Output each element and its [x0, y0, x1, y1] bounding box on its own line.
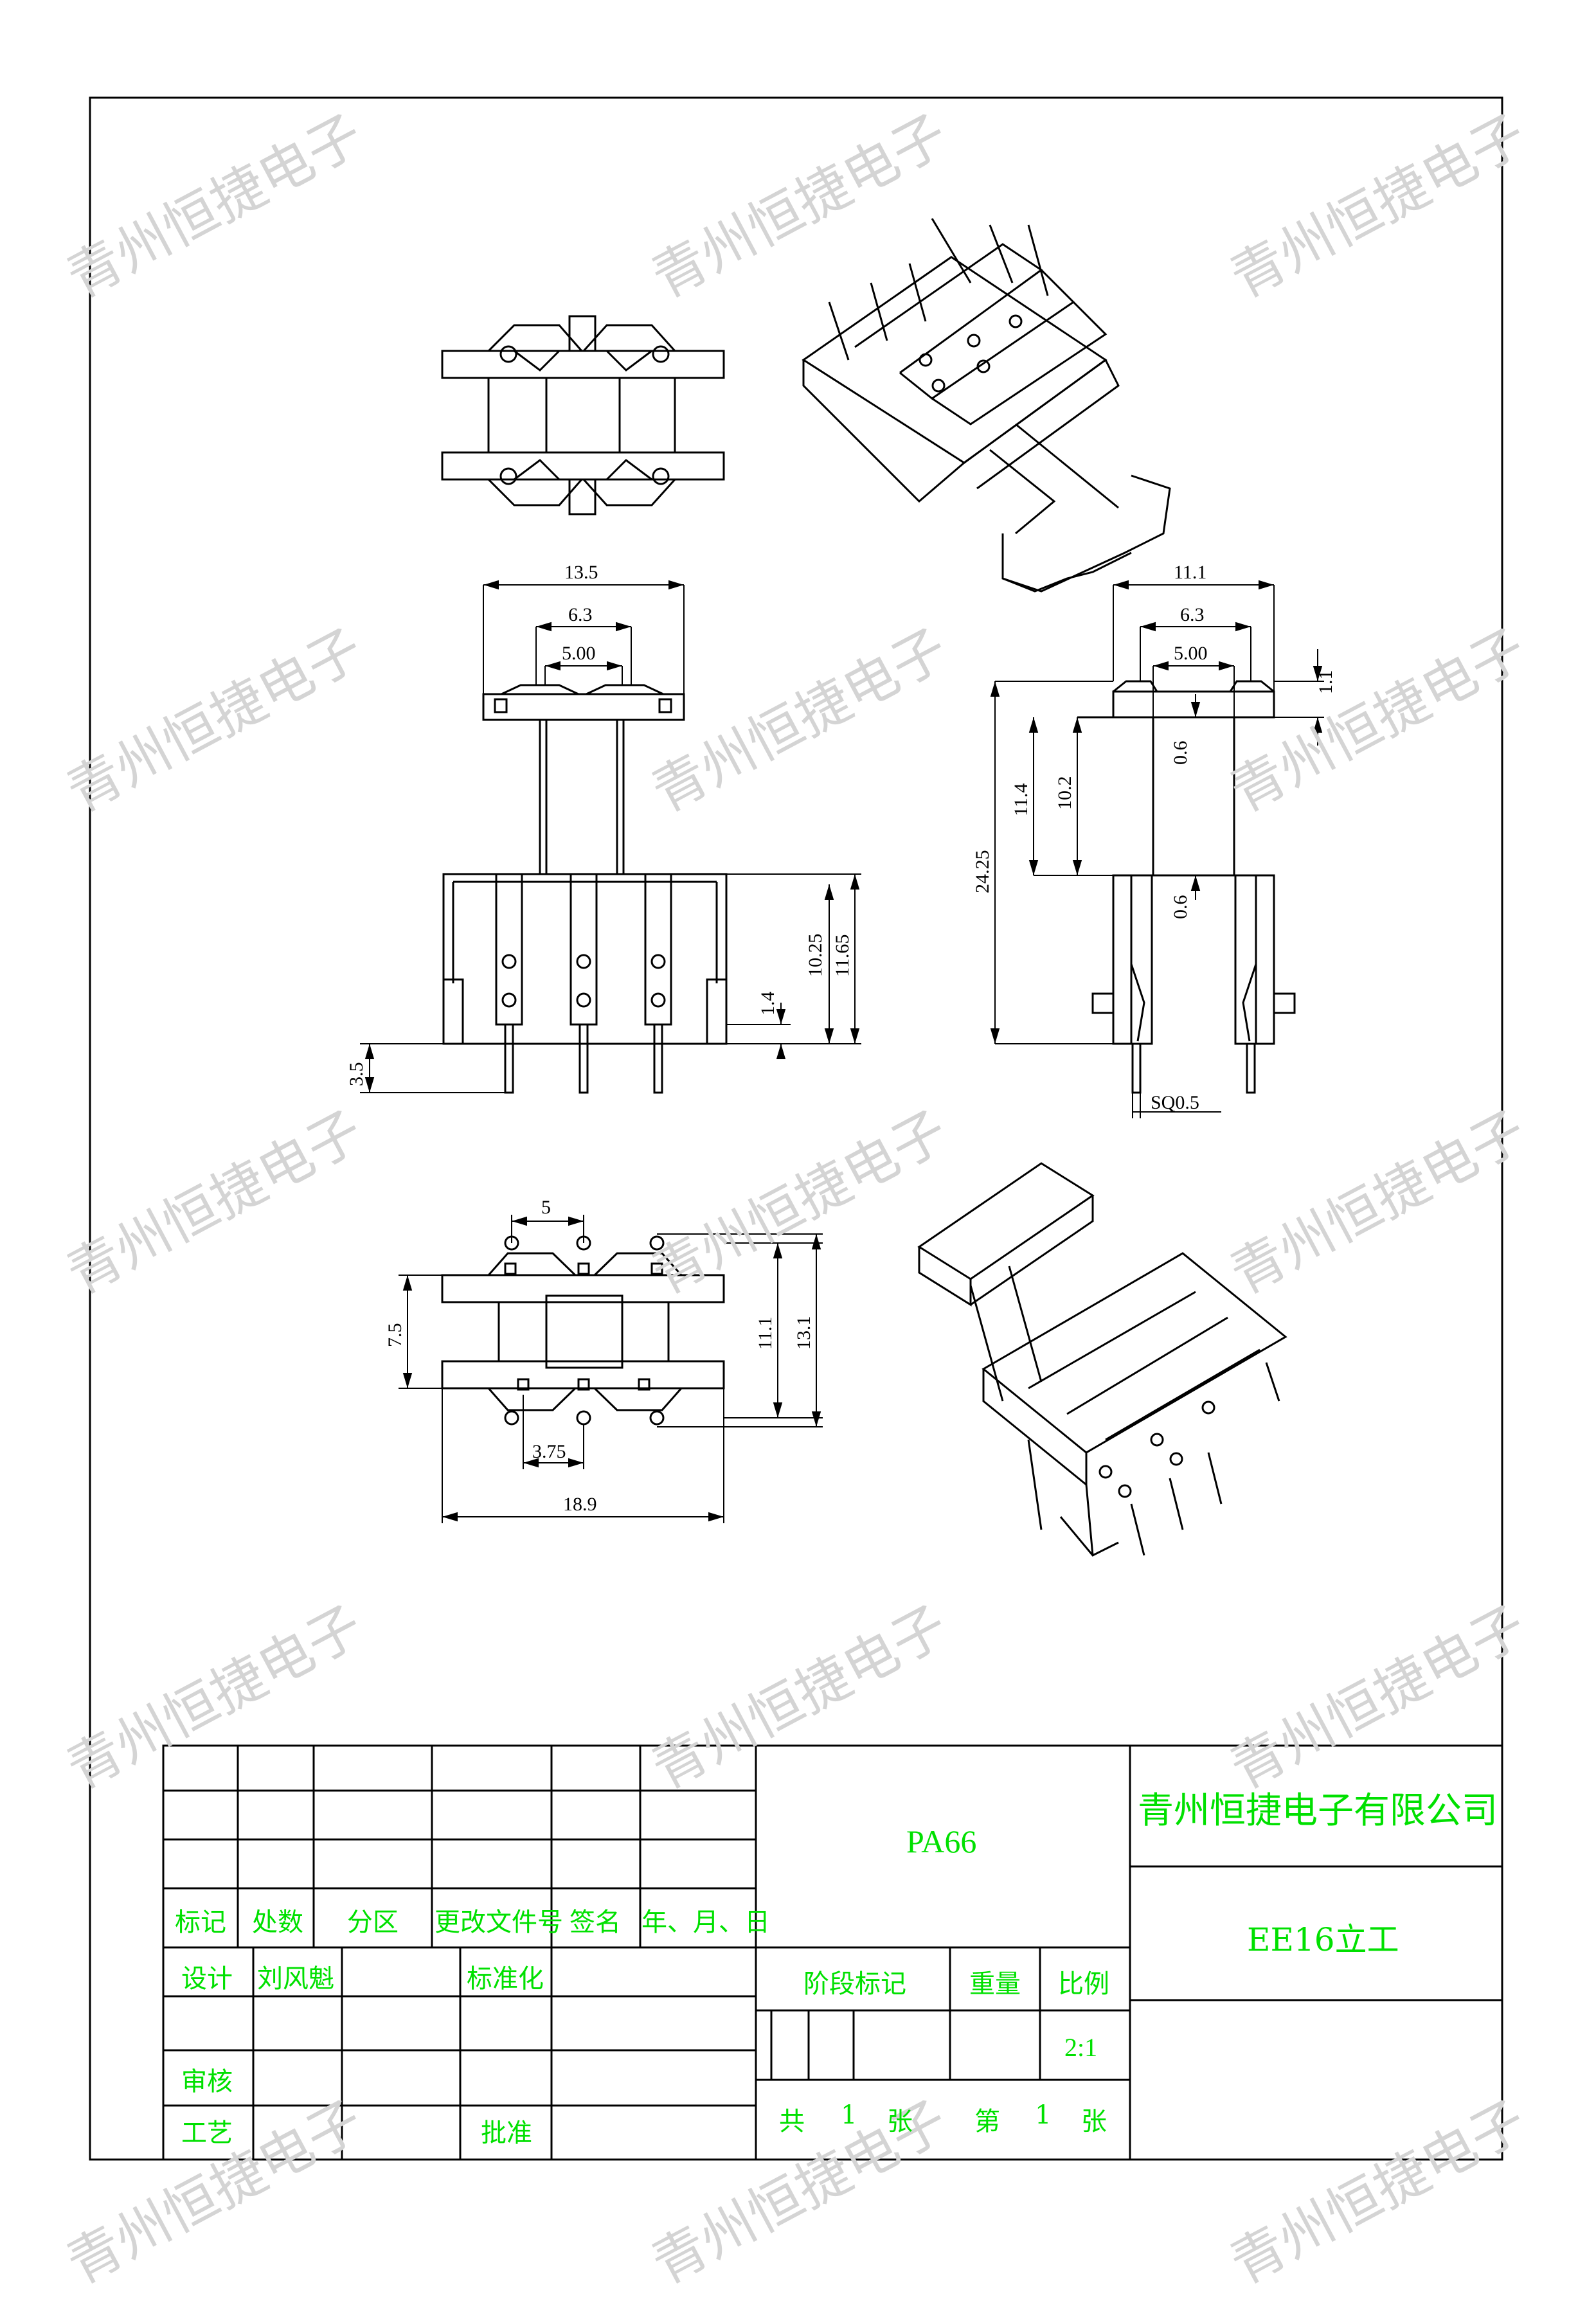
sheet-total: 1: [841, 2100, 857, 2130]
drawing-frame: [89, 96, 1503, 2161]
isometric-view-bottom: [917, 1162, 1287, 1557]
dim-side-6-3: 6.3: [1180, 604, 1205, 625]
dim-bottom-7-5: 7.5: [384, 1323, 406, 1348]
dim-bottom-18-9: 18.9: [563, 1494, 597, 1515]
dim-side-11-4: 11.4: [1010, 783, 1032, 816]
standard-label: 标准化: [467, 1964, 544, 1994]
dim-bottom-3-75: 3.75: [532, 1441, 566, 1462]
front-view: [442, 684, 728, 1094]
side-view-labels: 11.1 6.3 5.00 1.1 0.6 0.6 11.4 10.2 24.2…: [972, 562, 1336, 1113]
dim-6-3: 6.3: [568, 604, 593, 625]
part-name: EE16立工: [1247, 1921, 1399, 1958]
dim-3-5: 3.5: [346, 1062, 367, 1087]
sheet-no: 1: [1035, 2100, 1052, 2130]
top-view: [441, 315, 725, 515]
dim-side-1-1: 1.1: [1315, 670, 1336, 695]
sheet-no-unit: 张: [1081, 2107, 1107, 2136]
company-name: 青州恒捷电子有限公司: [1138, 1790, 1498, 1832]
front-view-labels: 13.5 6.3 5.00 10.25 11.65 1.4 3.5: [346, 562, 853, 1086]
rev-header-sign: 签名: [569, 1908, 621, 1937]
dim-side-5-00: 5.00: [1174, 643, 1208, 664]
scale-label: 比例: [1058, 1969, 1109, 1999]
dim-bottom-5: 5: [541, 1197, 551, 1218]
side-view-dimensions: [990, 580, 1324, 1118]
bottom-view-labels: 5 7.5 11.1 13.1 3.75 18.9: [384, 1197, 814, 1515]
side-view: [1077, 680, 1296, 1094]
rev-header-doc: 更改文件号: [435, 1908, 563, 1937]
rev-header-zone: 分区: [347, 1908, 399, 1937]
bottom-view: [441, 1235, 725, 1426]
dim-bottom-13-1: 13.1: [793, 1316, 814, 1350]
title-block-grid: [162, 1744, 1503, 2161]
rev-header-date: 年、月、日: [641, 1908, 770, 1937]
process-label: 工艺: [181, 2118, 233, 2148]
dim-side-0-6-a: 0.6: [1170, 741, 1191, 765]
scale-value: 2:1: [1064, 2033, 1098, 2062]
dim-bottom-11-1: 11.1: [755, 1317, 776, 1350]
material-label: PA66: [906, 1823, 977, 1859]
dim-side-24-25: 24.25: [972, 850, 993, 894]
front-view-dimensions: [360, 580, 861, 1093]
designer-name: 刘风魁: [257, 1964, 334, 1994]
sheet-no-label: 第: [974, 2107, 1000, 2136]
dim-5-00: 5.00: [562, 643, 596, 664]
dim-side-sq: SQ0.5: [1151, 1092, 1199, 1113]
dim-side-0-6-b: 0.6: [1170, 895, 1191, 920]
dim-side-10-2: 10.2: [1054, 776, 1075, 810]
bottom-view-dimensions: [399, 1215, 823, 1523]
rev-header-count: 处数: [252, 1908, 303, 1937]
weight-label: 重量: [969, 1969, 1021, 1999]
sheet-unit: 张: [887, 2107, 913, 2136]
approve-label: 批准: [481, 2118, 532, 2148]
dim-13-5: 13.5: [564, 562, 598, 583]
dim-1-4: 1.4: [757, 992, 778, 1016]
rev-header-mark: 标记: [175, 1908, 226, 1937]
design-label: 设计: [181, 1964, 233, 1994]
stage-label: 阶段标记: [803, 1969, 906, 1999]
review-label: 审核: [181, 2067, 233, 2097]
sheet-total-label: 共: [779, 2107, 805, 2136]
dim-10-25: 10.25: [805, 934, 826, 978]
isometric-view-top: [802, 218, 1171, 593]
dim-side-11-1: 11.1: [1174, 562, 1206, 583]
dim-11-65: 11.65: [832, 935, 853, 977]
